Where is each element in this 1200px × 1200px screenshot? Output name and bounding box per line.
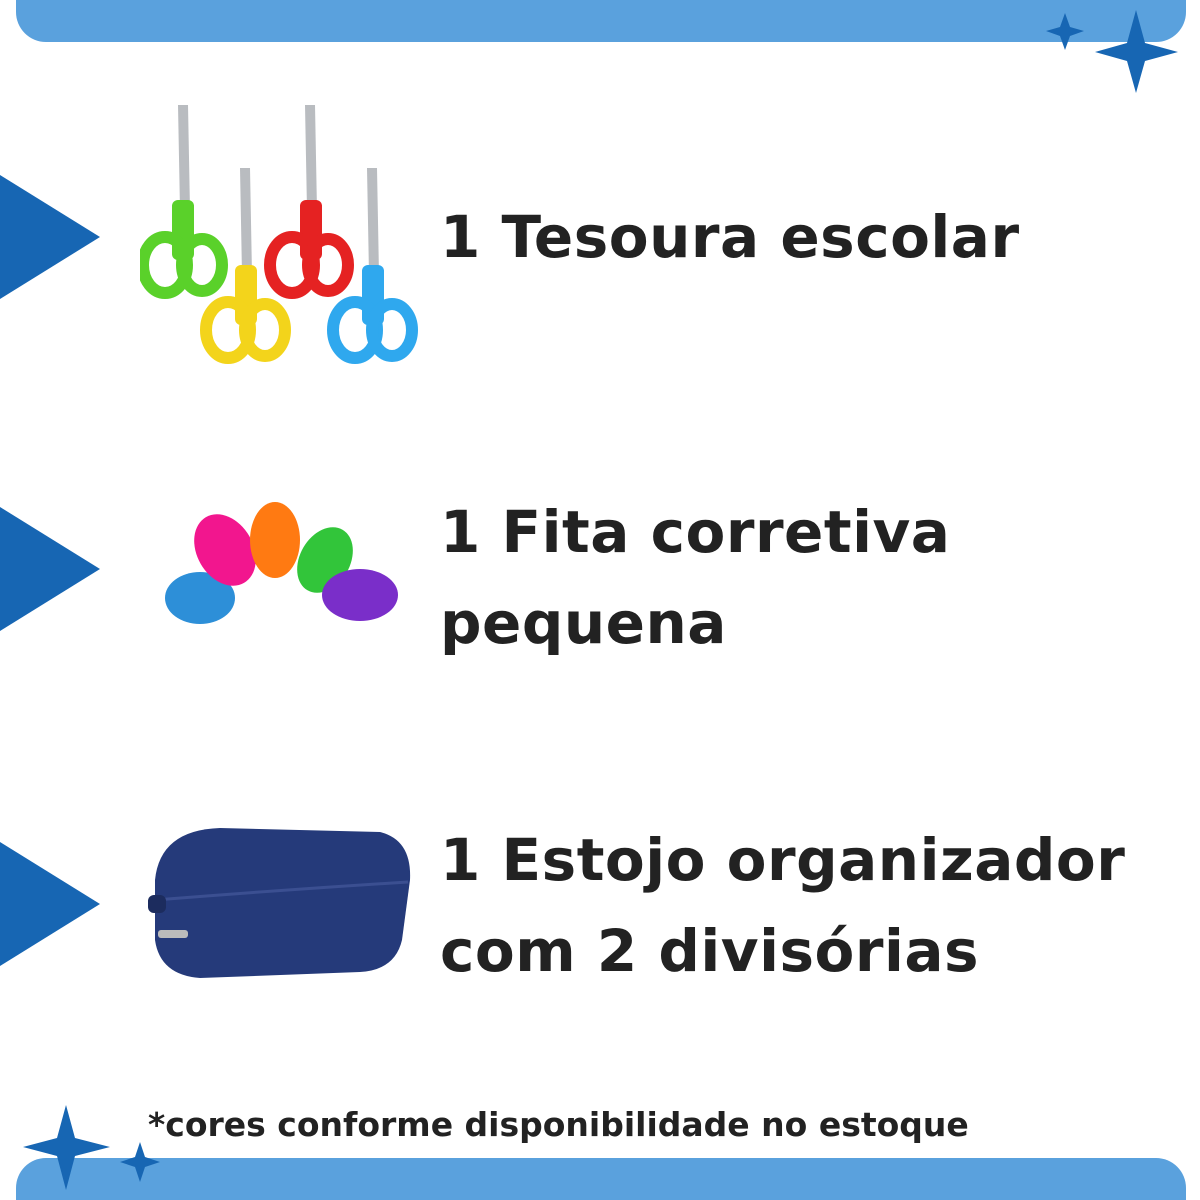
correction-tape-image: [165, 502, 398, 624]
top-banner-bar: [16, 0, 1186, 42]
item-label-scissors: 1 Tesoura escolar: [440, 203, 1020, 271]
sparkle-stars-icon: [1046, 10, 1178, 93]
pencil-case-image: [148, 828, 411, 978]
bottom-banner-bar: [16, 1158, 1186, 1200]
availability-note: *cores conforme disponibilidade no estoq…: [148, 1105, 969, 1144]
scissors-image: [140, 105, 418, 364]
item-label-correction-tape-line2: pequena: [440, 589, 727, 657]
item-label-correction-tape: 1 Fita corretiva: [440, 498, 951, 566]
item-label-pencil-case-line2: com 2 divisórias: [440, 917, 980, 985]
bullet-arrow-icon: [0, 842, 100, 966]
bullet-arrow-icon: [0, 507, 100, 631]
bullet-arrow-icon: [0, 175, 100, 299]
sparkle-stars-icon: [23, 1105, 160, 1190]
item-label-pencil-case: 1 Estojo organizador: [440, 826, 1126, 894]
